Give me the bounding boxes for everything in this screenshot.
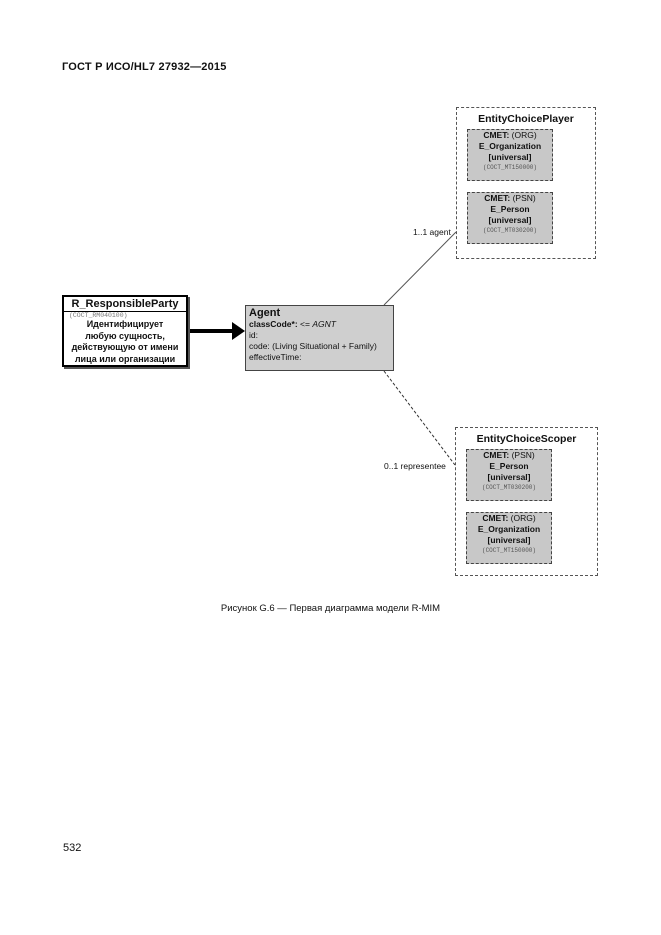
entity-choice-player-box: EntityChoicePlayer CMET: (ORG) E_Organiz… [456,107,596,259]
entity-choice-player-title: EntityChoicePlayer [478,113,574,125]
responsible-party-description: Идентифицирует любую сущность, действующ… [64,319,186,365]
agent-code: code: (Living Situational + Family) [249,341,377,351]
agent-id: id: [249,330,258,340]
document-header: ГОСТ Р ИСО/HL7 27932—2015 [62,61,227,73]
description-line: лица или организации [74,353,176,364]
description-line: любую сущность, [85,330,165,341]
responsible-party-box: R_ResponsibleParty (COCT_RM040100) Идент… [62,295,188,367]
entity-choice-scoper-box: EntityChoiceScoper CMET: (PSN) E_Person … [455,427,598,576]
responsible-party-title: R_ResponsibleParty [64,298,186,312]
scoper-cmet-organization: CMET: (ORG) E_Organization [universal] (… [466,512,552,564]
figure-caption: Рисунок G.6 — Первая диаграмма модели R-… [220,603,441,614]
agent-effective-time: effectiveTime: [249,352,302,362]
description-line: Идентифицирует [86,319,164,329]
agent-title: Agent [249,307,281,319]
responsible-party-code: (COCT_RM040100) [69,312,128,319]
agent-association-label: 1..1 agent [413,227,451,237]
description-line: действующую от имени [71,342,179,352]
player-cmet-person: CMET: (PSN) E_Person [universal] (COCT_M… [467,192,553,244]
responsible-party-arrowhead [232,322,245,340]
representee-association-line [383,370,456,466]
agent-class-code: classCode*: <= AGNT [249,319,336,329]
player-cmet-organization: CMET: (ORG) E_Organization [universal] (… [467,129,553,181]
scoper-cmet-person: CMET: (PSN) E_Person [universal] (COCT_M… [466,449,552,501]
agent-class-box: Agent classCode*: <= AGNT id: code: (Liv… [245,305,394,371]
representee-association-label: 0..1 representee [384,461,446,471]
page-number: 532 [63,842,82,854]
entity-choice-scoper-title: EntityChoiceScoper [476,433,577,445]
agent-association-line [383,231,457,306]
